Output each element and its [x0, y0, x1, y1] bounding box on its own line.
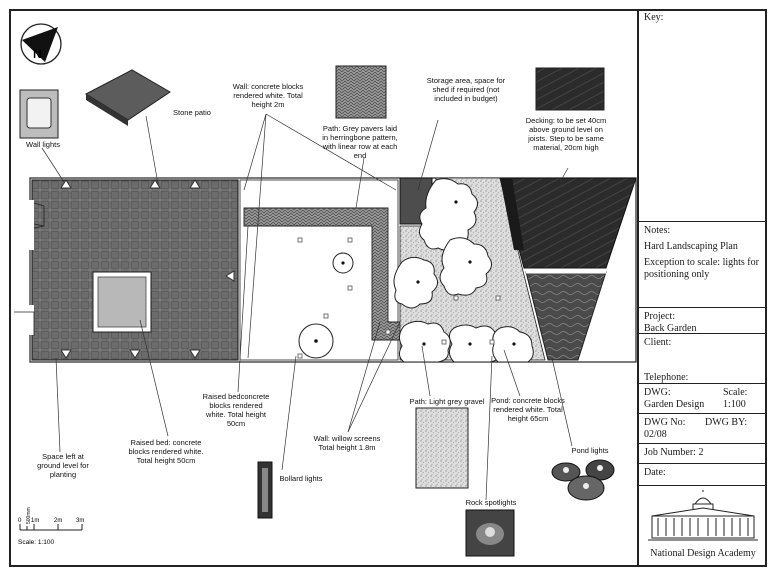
- project-cell: Project: Back Garden: [639, 307, 767, 334]
- dwg-label: DWG:: [644, 387, 671, 398]
- notes-title: Hard Landscaping Plan: [644, 241, 738, 252]
- academy-cell: National Design Academy: [639, 485, 767, 565]
- notes-cell: Notes: Hard Landscaping Plan Exception t…: [639, 221, 767, 307]
- scale-tick-1m: 1m: [31, 518, 39, 524]
- key-cell: Key:: [639, 9, 767, 221]
- planting-clusters: [393, 178, 534, 363]
- north-compass: N: [20, 23, 62, 65]
- garden-plan: N: [14, 23, 637, 557]
- gravel-thumb: [415, 407, 469, 489]
- notes-text: Exception to scale: lights for positioni…: [644, 257, 759, 280]
- scale-caption: Scale: 1:100: [18, 539, 55, 546]
- scale-tick-2m: 2m: [54, 518, 62, 524]
- job-cell: Job Number: 2: [639, 443, 767, 463]
- label-wall-lights: Wall lights: [26, 140, 60, 149]
- label-stone-patio: Stone patio: [173, 108, 211, 117]
- academy-name: National Design Academy: [650, 548, 756, 559]
- client-cell: Client: Telephone:: [639, 333, 767, 383]
- bollard-thumb: [257, 461, 273, 519]
- herringbone-thumb: [335, 65, 387, 119]
- scale-tick-3m: 3m: [76, 518, 84, 524]
- scale-tick-500mm: 500mm: [26, 507, 32, 524]
- project-value: Back Garden: [644, 323, 697, 334]
- label-wall-concrete: Wall: concrete blocks rendered white. To…: [232, 82, 304, 109]
- label-pond-lights: Pond lights: [571, 446, 609, 455]
- label-raised-bed: Raised bed: concrete blocks rendered whi…: [128, 438, 204, 465]
- date-label: Date:: [644, 467, 666, 478]
- drawing-sheet: [9, 9, 767, 567]
- bollard-markers: [297, 237, 391, 359]
- label-wall-willow: Wall: willow screens Total height 1.8m: [313, 434, 381, 452]
- label-raised-bed-concrete: Raised bedconcrete blocks rendered white…: [202, 392, 270, 428]
- project-label: Project:: [644, 311, 676, 322]
- job-number: Job Number: 2: [644, 447, 704, 458]
- dwg-no-value: 02/08: [644, 429, 667, 440]
- scale-label: Scale:: [723, 387, 748, 398]
- leader-lines: [41, 113, 573, 501]
- label-storage: Storage area, space for shed if required…: [426, 76, 506, 103]
- telephone-label: Telephone:: [644, 372, 689, 383]
- scale-bar: 0 500mm 1m 2m 3m Scale: 1:100: [18, 507, 84, 546]
- north-letter: N: [33, 47, 42, 61]
- stone-patio-thumb: [84, 69, 171, 126]
- notes-label: Notes:: [644, 225, 671, 236]
- label-bollard: Bollard lights: [279, 474, 323, 483]
- decking: [499, 177, 637, 269]
- label-decking: Decking: to be set 40cm above ground lev…: [525, 116, 607, 152]
- label-space-left: Space left at ground level for planting: [37, 452, 89, 479]
- garden-outline: [29, 177, 637, 363]
- dwg-value: Garden Design: [644, 399, 705, 410]
- academy-logo: [648, 490, 758, 541]
- key-label: Key:: [644, 12, 664, 23]
- dwg-by-label: DWG BY:: [705, 417, 748, 428]
- dwg-no-cell: DWG No: 02/08 DWG BY:: [639, 413, 767, 443]
- scale-tick-0: 0: [18, 518, 22, 524]
- decking-thumb: [535, 67, 605, 111]
- label-path-pavers: Path: Grey pavers laid in herringbone pa…: [322, 124, 398, 160]
- rock-spotlight-thumb: [465, 509, 515, 557]
- stone-patio: [14, 179, 239, 361]
- dwg-no-label: DWG No:: [644, 417, 686, 428]
- label-path-gravel: Path: Light grey gravel: [409, 397, 485, 406]
- label-rock-spotlights: Rock spotlights: [465, 498, 517, 507]
- wall-light-thumb: [19, 89, 59, 139]
- dwg-cell: DWG: Garden Design Scale: 1:100: [639, 383, 767, 413]
- scale-value: 1:100: [723, 399, 746, 410]
- title-block: Key: Notes: Hard Landscaping Plan Except…: [637, 9, 767, 567]
- pond-lights-thumb: [551, 459, 615, 501]
- label-pond: Pond: concrete blocks rendered white. To…: [491, 396, 565, 423]
- date-cell: Date:: [639, 463, 767, 485]
- client-label: Client:: [644, 337, 672, 348]
